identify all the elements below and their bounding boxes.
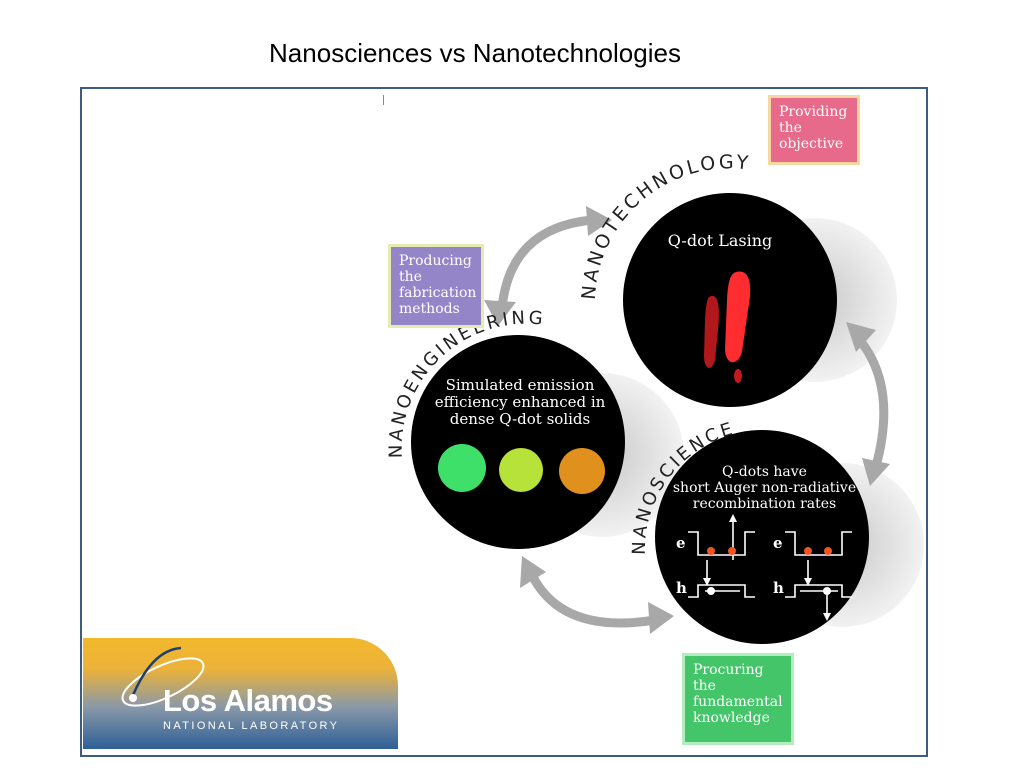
text-line: recombination rates [692,496,837,512]
circle-text-auger-rates: Q-dots have short Auger non-radiative re… [662,464,867,512]
laser-glow-large [725,271,751,363]
hole-dot [823,587,831,595]
note-line: objective [779,136,844,152]
note-line: the [399,269,422,285]
text-line: dense Q-dot solids [449,410,591,428]
note-producing-fabrication: Producing the fabrication methods [388,244,484,328]
los-alamos-logo: Los Alamos NATIONAL LABORATORY [83,638,398,749]
electron-dot [824,547,832,555]
circle-text-simulated-emission: Simulated emission efficiency enhanced i… [430,377,610,428]
arrowhead-d [862,458,890,486]
circle-text-qdot-lasing: Q-dot Lasing [667,231,773,250]
arrow-science-to-engineering [527,570,660,628]
note-line: Producing [399,253,472,269]
arrowhead-f [648,602,674,634]
qdot-green [438,444,486,492]
laser-glow-dot [734,369,742,383]
atom-orbit-icon [121,646,205,707]
band-arrow-down-right-2 [823,613,831,621]
qdot-yellow-green [499,448,543,492]
band-arrow-down-left [703,578,711,586]
electron-label: e [773,534,783,552]
text-line: efficiency enhanced in [434,393,606,411]
arrowhead-c [846,322,876,352]
text-line: short Auger non-radiative [672,480,857,496]
band-arrow-down-right [804,578,812,586]
note-line: Providing [779,104,848,120]
logo-name: Los Alamos [163,683,333,718]
arrowhead-b [484,300,516,326]
electron-label: e [676,534,686,552]
hole-dot [707,587,715,595]
note-providing-objective: Providing the objective [768,95,860,165]
electron-dot [707,547,715,555]
laser-glow-small [704,295,719,368]
note-procuring-knowledge: Procuring the fundamental knowledge [682,653,794,745]
cycle-arrows [497,215,889,628]
arrow-engineering-to-technology [497,215,597,313]
note-line: fabrication [399,285,477,301]
text-line: Simulated emission [445,376,595,394]
note-line: methods [399,301,460,317]
frame-tick-mark [383,95,384,105]
logo-subtitle: NATIONAL LABORATORY [163,720,340,732]
hole-label: h [773,579,784,597]
note-line: the [779,120,802,136]
text-line: Q-dots have [722,464,807,480]
qdot-orange [559,448,605,494]
arrow-technology-to-science [853,333,889,471]
note-line: the [693,678,716,694]
band-arrow-up-left [729,514,737,522]
hole-label: h [676,579,687,597]
circle-nanoengineering [411,335,625,549]
note-line: fundamental [693,694,783,710]
arrowhead-e [520,556,546,588]
electron-dot [728,547,736,555]
slide-title: Nanosciences vs Nanotechnologies [269,38,681,68]
band-diagram-right [785,531,852,615]
electron-dot [804,547,812,555]
note-line: Procuring [693,662,764,678]
note-line: knowledge [693,710,770,726]
arrowhead-a [586,206,612,236]
